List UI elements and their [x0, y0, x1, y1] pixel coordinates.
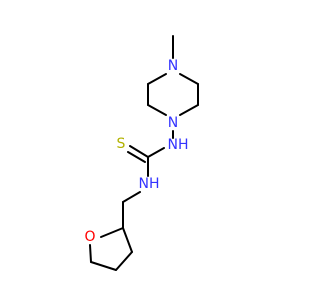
- bond-o-c5: [89, 244, 92, 263]
- bond-nh2-ch2: [122, 191, 141, 203]
- bond-c5-c4: [90, 261, 117, 271]
- molecule-structure: N N NH S NH O: [84, 35, 199, 271]
- bond-n-top-right: [179, 73, 199, 85]
- bond-c4-c3: [115, 251, 133, 271]
- bond-nh-c: [147, 147, 165, 158]
- atom-o-thf: O: [84, 229, 95, 245]
- atom-nh-amide: NH: [139, 176, 160, 192]
- bond-c-s-2: [127, 151, 146, 163]
- atom-nh-hydrazine: NH: [168, 137, 189, 153]
- bond-n-top-left: [147, 73, 167, 85]
- bond-c-s-1: [129, 145, 149, 158]
- atom-s-thione: S: [117, 136, 126, 152]
- bond-left-bottom: [147, 104, 167, 116]
- bond-c3-c2: [122, 227, 133, 253]
- bond-right-bottom: [179, 104, 199, 116]
- molecule-canvas: N N NH S NH O: [84, 35, 199, 271]
- atom-n-piperazine-bottom: N: [168, 115, 178, 131]
- bond-c2-o: [100, 227, 124, 238]
- atom-n-piperazine-top: N: [168, 58, 178, 74]
